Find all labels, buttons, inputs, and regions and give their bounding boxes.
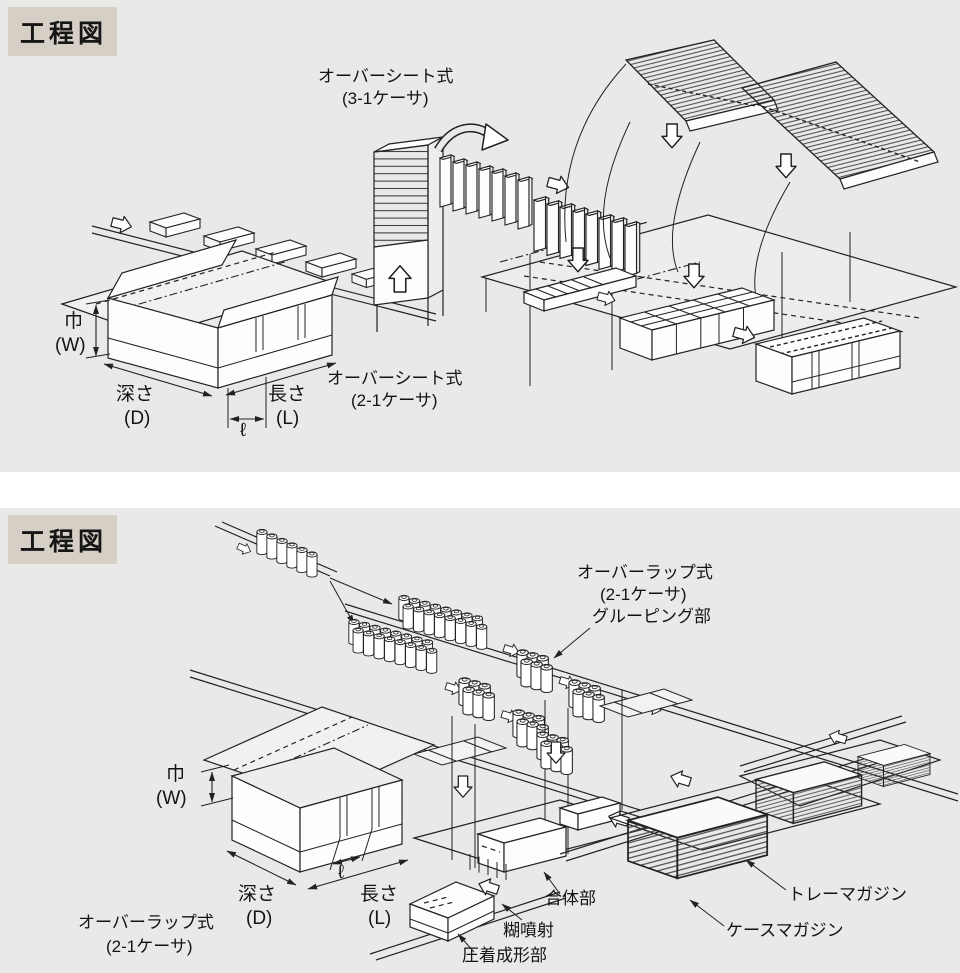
dim-depth-label: 深さ (116, 383, 154, 405)
section-labels: オーバーラップ式 (2-1ケーサ) グルーピング部 合体部 糊噴射 圧着成形部 … (78, 563, 907, 965)
down-arrow-icon (661, 123, 683, 149)
label-tray-magazine: トレーマガジン (788, 885, 907, 904)
label-overwrap-name-bottom: オーバーラップ式 (78, 913, 214, 932)
oversheet-diagram: 巾 (W) 深さ (D) 長さ (L) ℓ オーバーシート式 (3-1ケーサ) … (55, 39, 959, 441)
dim-width-label: 巾 (166, 763, 185, 785)
dim-length-label: 長さ (268, 384, 306, 405)
overwrap-diagram: 巾 (W) 深さ (D) ℓ 長さ (L) オーバーラップ式 (2-1ケーサ) … (78, 521, 959, 965)
panel-overwrap-caser: 工程図 (0, 508, 960, 973)
label-case-magazine: ケースマガジン (726, 921, 844, 940)
upleft-arrow-icon (667, 767, 694, 791)
can-infeed-line (214, 521, 393, 625)
dim-pitch-label: ℓ (240, 420, 246, 441)
label-overwrap-model-bottom: (2-1ケーサ) (106, 937, 193, 956)
sheet-magazine-ramps (564, 39, 939, 307)
page-title: 工程図 (8, 515, 118, 564)
dim-depth-label: 深さ (238, 883, 276, 905)
wrap-station (485, 232, 851, 386)
label-overwrap-model: (2-1ケーサ) (600, 585, 687, 604)
dim-length-label: 長さ (360, 884, 398, 905)
label-oversheet-31-name: オーバーシート式 (318, 67, 454, 86)
flow-arrow-icon (235, 540, 254, 558)
dim-depth-symbol: (D) (246, 908, 272, 929)
dim-width-symbol: (W) (156, 788, 187, 809)
carton-dimension-diagram: 巾 (W) 深さ (D) 長さ (L) ℓ (55, 239, 339, 441)
dim-depth-symbol: (D) (124, 408, 150, 429)
stacking-tower (373, 136, 444, 332)
label-overwrap-name: オーバーラップ式 (577, 563, 713, 582)
dim-pitch-label: ℓ (338, 862, 344, 883)
down-arrow-icon (453, 775, 473, 798)
label-oversheet-31-model: (3-1ケーサ) (342, 89, 429, 108)
magazines (607, 739, 942, 880)
label-press-forming-section: 圧着成形部 (462, 946, 547, 965)
label-merging-section: 合体部 (545, 889, 596, 908)
page-title: 工程図 (8, 7, 118, 56)
transfer-curved-arrow (434, 123, 509, 153)
label-oversheet-21-model: (2-1ケーサ) (351, 391, 438, 410)
dim-length-symbol: (L) (276, 408, 299, 429)
carton-dimension-diagram: 巾 (W) 深さ (D) ℓ 長さ (L) (156, 706, 436, 929)
dim-length-symbol: (L) (368, 908, 391, 929)
upleft-arrow-icon (826, 727, 849, 748)
label-glue-spray: 糊噴射 (503, 921, 554, 940)
finished-bundle (753, 317, 903, 395)
dim-width-symbol: (W) (55, 335, 86, 356)
outfeed-case (369, 875, 567, 961)
dim-width-label: 巾 (64, 310, 83, 332)
down-arrow-icon (775, 153, 797, 179)
label-oversheet-21-name: オーバーシート式 (327, 369, 463, 388)
label-grouping-section: グルーピング部 (592, 607, 711, 626)
panel-oversheet-casers: 工程図 (0, 0, 960, 472)
